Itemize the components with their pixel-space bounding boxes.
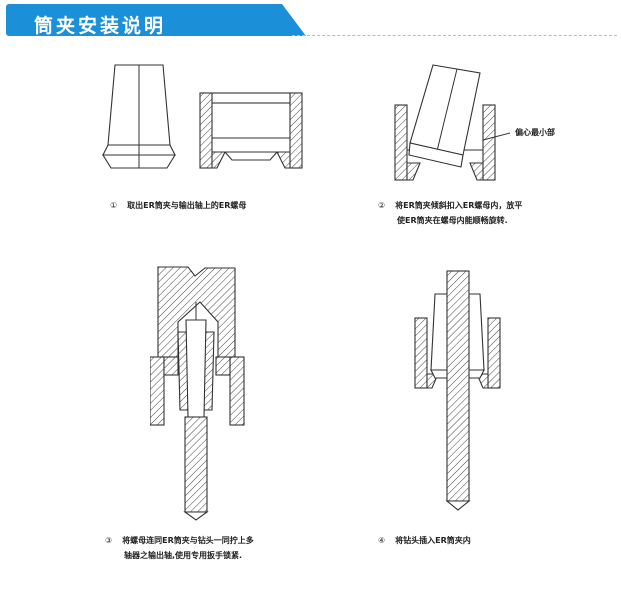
nut-drawing bbox=[414, 317, 501, 389]
header-divider bbox=[292, 35, 617, 36]
eccentric-label: 偏心最小部 bbox=[515, 128, 555, 137]
step3-illustration bbox=[150, 266, 245, 521]
title-banner: 筒夹安装说明 bbox=[6, 4, 306, 36]
annotation-leader bbox=[482, 132, 511, 141]
er-nut-drawing bbox=[199, 92, 303, 169]
header: 筒夹安装说明 bbox=[0, 0, 621, 40]
nut-drawing bbox=[150, 356, 245, 426]
step1-illustration bbox=[102, 64, 303, 169]
drill-bit-drawing bbox=[183, 416, 209, 521]
drill-bit-drawing bbox=[445, 270, 471, 511]
tilted-collet-drawing bbox=[408, 64, 481, 168]
collet-drawing bbox=[177, 319, 215, 418]
step4-illustration bbox=[414, 270, 501, 511]
step2-illustration bbox=[394, 64, 511, 181]
er-collet-drawing bbox=[102, 64, 176, 169]
page-title: 筒夹安装说明 bbox=[34, 15, 167, 37]
nut-drawing bbox=[394, 104, 496, 181]
